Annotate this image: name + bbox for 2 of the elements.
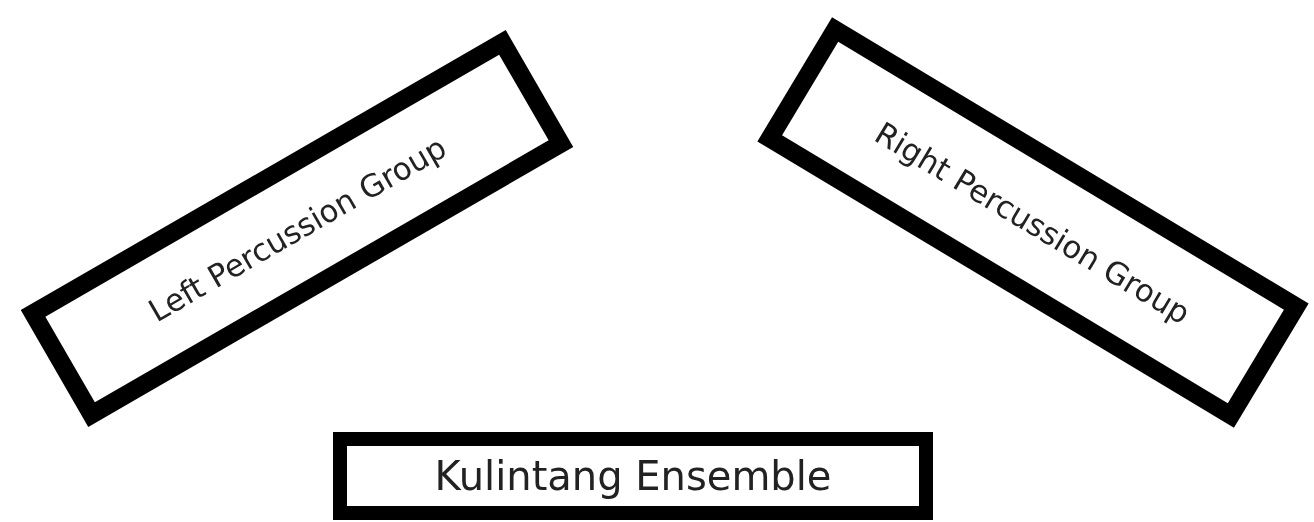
node-label: Kulintang Ensemble — [434, 453, 832, 499]
text-box — [333, 432, 933, 520]
